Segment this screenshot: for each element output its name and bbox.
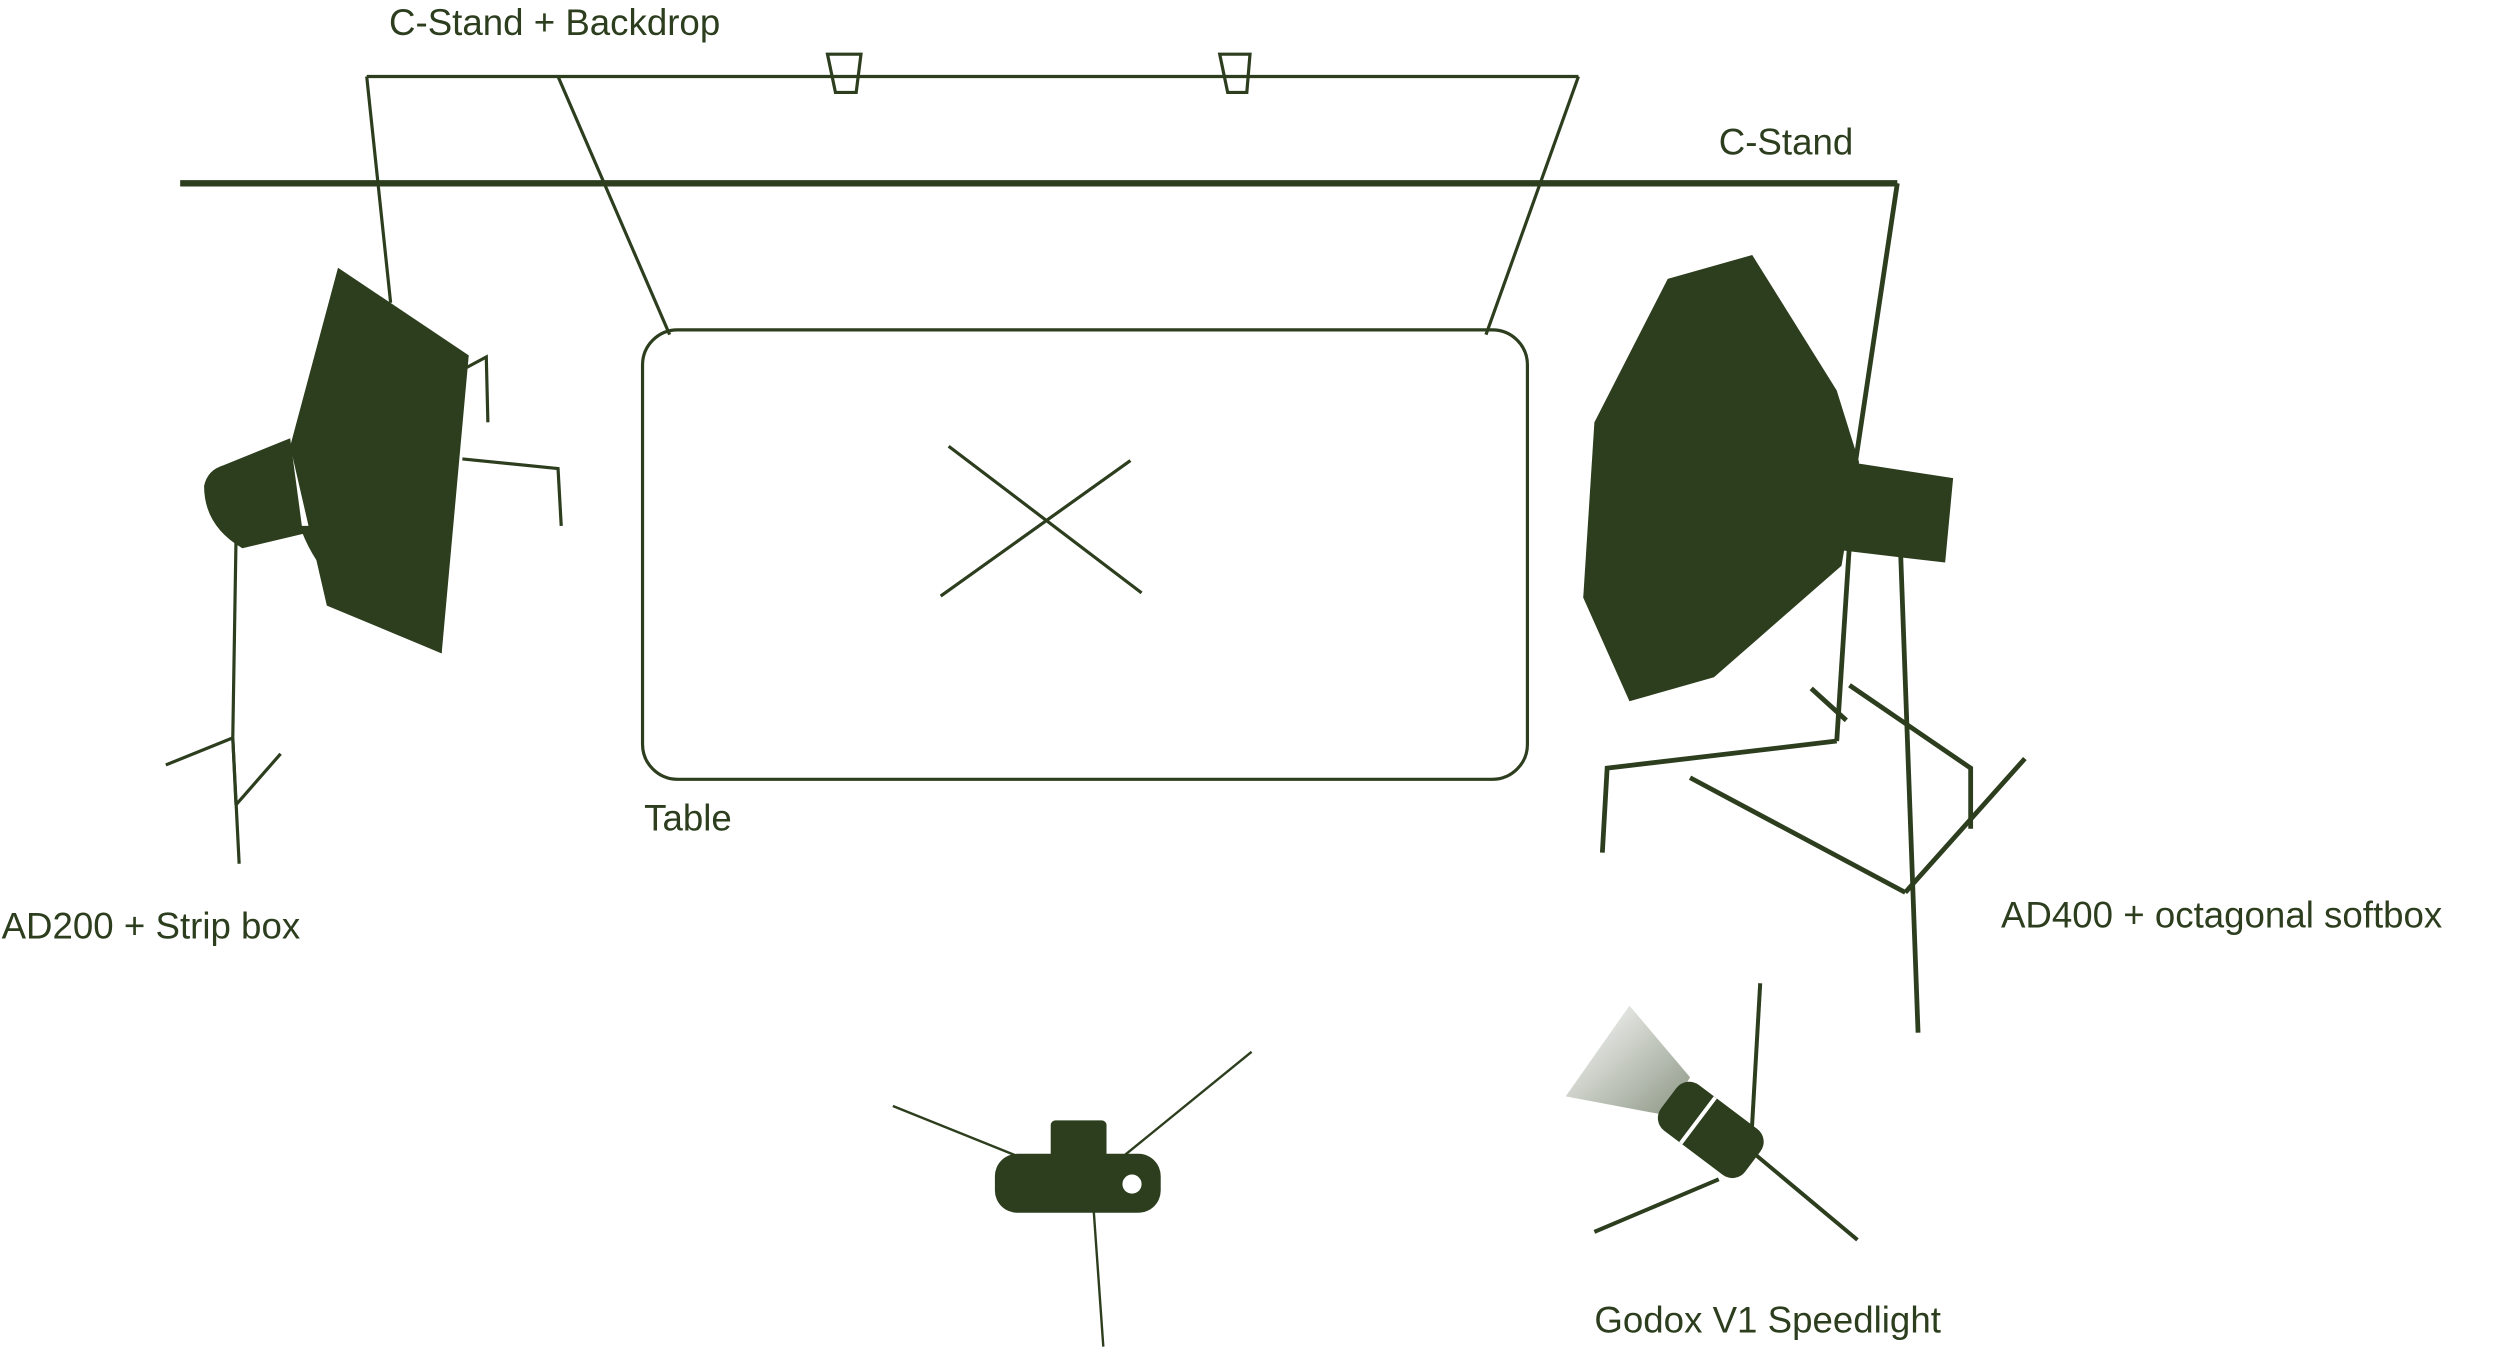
speedlight-label: Godox V1 Speedlight (1594, 1299, 1941, 1340)
strip-box-light-icon (165, 267, 563, 864)
ad200-label: AD200 + Strip box (2, 906, 301, 947)
ad400-label: AD400 + octagonal softbox (2001, 895, 2442, 936)
backdrop-clamp-icon (1217, 52, 1252, 95)
subject-x-mark-icon (939, 444, 1143, 598)
backdrop-left-leg (365, 76, 393, 303)
octagonal-softbox-light-icon (1583, 254, 2027, 1033)
table-label: Table (644, 797, 732, 838)
table-outline (640, 328, 1530, 781)
c-stand-label: C-Stand (1719, 122, 1854, 163)
c-stand-post (1851, 182, 1900, 471)
backdrop-stand (365, 52, 1580, 336)
backdrop-sheet-left (556, 75, 672, 336)
backdrop-right-leg (1484, 75, 1580, 336)
c-stand (180, 180, 1900, 471)
speedlight-icon (1565, 983, 1859, 1242)
backdrop-label: C-Stand + Backdrop (389, 2, 720, 43)
camera-icon (892, 1050, 1253, 1347)
table (640, 328, 1530, 781)
backdrop-clamp-icon (825, 52, 863, 95)
